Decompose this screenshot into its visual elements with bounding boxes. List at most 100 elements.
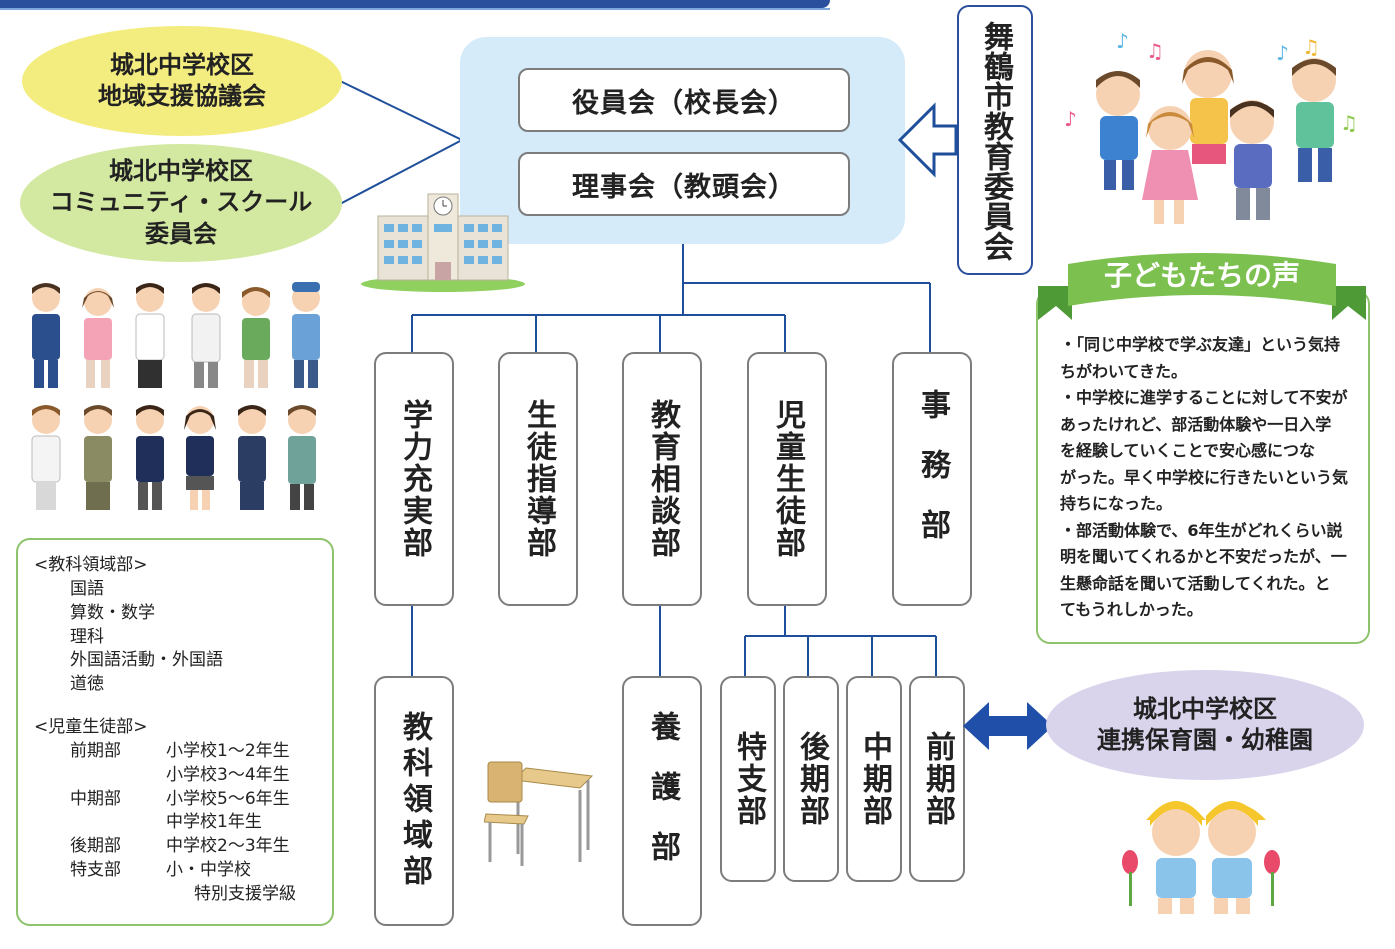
department-jido: 児童生徒部 (747, 352, 827, 606)
legend-student-desc: 特別支援学級 (194, 883, 296, 904)
svg-text:♫: ♫ (1340, 111, 1358, 135)
voice-line: ・「同じ中学校で学ぶ友達」という気持 (1060, 335, 1341, 354)
legend-student-dept: 中期部 (70, 788, 121, 809)
svg-text:♪: ♪ (1276, 41, 1289, 65)
department-jido-label: 児童生徒部 (770, 399, 805, 559)
legend-subject-item: 理科 (70, 626, 104, 647)
subdept-tokushi: 特支部 (720, 676, 776, 882)
subdept-chuki: 中期部 (846, 676, 902, 882)
voice-line: ・部活動体験で、6年生がどれくらい説 (1060, 520, 1343, 540)
school-desk-icon (484, 761, 594, 866)
kindergarten-children-illustration (1122, 801, 1280, 914)
department-seito-label: 生徒指導部 (521, 399, 556, 559)
legend-student-dept: 後期部 (70, 836, 121, 857)
legend-student-desc: 小学校3～4年生 (166, 764, 290, 785)
community-line3: 委員会 (145, 219, 217, 248)
voice-line: 生懸命話を聞いて活動してくれた。と (1060, 573, 1331, 593)
community-line2: コミュニティ・スクール (49, 188, 313, 217)
legend-box: <教科領域部> 国語算数・数学理科外国語活動・外国語道徳 <児童生徒部> 前期部… (16, 538, 334, 926)
legend-student-row: 特支部 小・中学校 (70, 859, 326, 883)
department-kyoiku-label: 教育相談部 (645, 399, 680, 559)
kindergarten-ellipse: 城北中学校区連携保育園・幼稚園 (1046, 670, 1364, 780)
legend-student-row: 特別支援学級 (70, 883, 326, 907)
subdept-chuki-label: 中期部 (857, 731, 892, 827)
legend-student-dept: 特支部 (70, 859, 121, 880)
council-line1: 城北中学校区 (110, 50, 254, 79)
voice-line: がった。早く中学校に行きたいという気 (1060, 467, 1349, 487)
top-banner-accent (0, 8, 830, 10)
legend-student-dept (70, 883, 166, 907)
legend-students-title: <児童生徒部> (34, 717, 148, 737)
subdept-yogo: 養護部 (622, 676, 702, 926)
children-voices-text: ・「同じ中学校で学ぶ友達」という気持ちがわいてきた。・中学校に進学することに対し… (1060, 332, 1360, 624)
svg-text:♫: ♫ (1302, 35, 1320, 59)
legend-subject-item: 外国語活動・外国語 (70, 650, 223, 671)
legend-student-row: 小学校3～4年生 (70, 764, 326, 788)
department-seito: 生徒指導部 (498, 352, 578, 606)
legend-subject-item: 算数・数学 (70, 602, 155, 623)
executive-label: 役員会（校長会） (572, 87, 796, 119)
directors-label: 理事会（教頭会） (572, 171, 796, 203)
voices-ribbon (1038, 253, 1366, 320)
legend-students-list: 前期部 小学校1～2年生小学校3～4年生中期部 小学校5～6年生中学校1年生後期部 中… (70, 740, 326, 907)
svg-text:♪: ♪ (1116, 29, 1129, 53)
voice-line: てもうれしかった。 (1060, 600, 1203, 619)
legend-student-row: 後期部 中学校2～3年生 (70, 835, 326, 859)
kindergarten-line2: 連携保育園・幼稚園 (1097, 726, 1313, 754)
council-line2: 地域支援協議会 (98, 82, 266, 110)
department-jimu: 事務部 (892, 352, 972, 606)
legend-student-desc: 小学校1～2年生 (166, 741, 290, 761)
legend-student-row: 前期部 小学校1～2年生 (70, 740, 326, 764)
council-ellipse: 城北中学校区地域支援協議会 (22, 26, 342, 136)
school-building-icon (361, 193, 525, 292)
legend-student-desc: 中学校1年生 (166, 812, 262, 833)
legend-student-row: 中学校1年生 (70, 811, 326, 835)
legend-student-desc: 中学校2～3年生 (166, 836, 290, 857)
voice-line: 持ちになった。 (1060, 494, 1173, 513)
top-banner-bar (0, 0, 830, 8)
legend-student-dept (70, 764, 166, 788)
legend-student-row: 中期部 小学校5～6年生 (70, 788, 326, 812)
svg-text:♫: ♫ (1146, 39, 1164, 63)
legend-subject-item: 国語 (70, 579, 104, 599)
legend-subject-item: 道徳 (70, 674, 104, 695)
svg-text:♪: ♪ (1064, 107, 1077, 131)
community-line1: 城北中学校区 (109, 157, 253, 186)
community-school-ellipse: 城北中学校区コミュニティ・スクール委員会 (20, 144, 342, 262)
legend-subjects-title: <教科領域部> (34, 555, 148, 575)
children-dancing-illustration: ♪ ♫ ♪ ♪ ♫ ♫ (1064, 29, 1358, 224)
arrow-left-icon (897, 102, 958, 178)
voice-line: ・中学校に進学することに対して不安が (1060, 388, 1348, 407)
connector-council (337, 79, 463, 141)
legend-student-desc: 小・中学校 (166, 859, 251, 880)
voice-line: あったけれど、部活動体験や一日入学 (1060, 414, 1332, 434)
subdept-zenki: 前期部 (909, 676, 965, 882)
subdept-kyoka-label: 教科領域部 (397, 711, 432, 891)
subdept-tokushi-label: 特支部 (731, 731, 766, 827)
subdept-yogo-label: 養護部 (645, 711, 680, 891)
legend-student-dept (70, 811, 166, 835)
directors-box: 理事会（教頭会） (518, 152, 850, 216)
legend-student-dept: 前期部 (70, 741, 121, 761)
subdept-zenki-label: 前期部 (920, 731, 955, 827)
board-of-education-label: 舞鶴市教育委員会 (978, 21, 1013, 261)
department-kyoiku: 教育相談部 (622, 352, 702, 606)
staff-people-illustration (31, 282, 320, 510)
department-jimu-label: 事務部 (915, 389, 950, 569)
subdept-kyoka: 教科領域部 (374, 676, 454, 926)
department-gakuryoku: 学力充実部 (374, 352, 454, 606)
connector-community (337, 139, 463, 206)
legend-student-desc: 小学校5～6年生 (166, 788, 290, 809)
board-of-education-box: 舞鶴市教育委員会 (957, 5, 1033, 275)
children-voices-box: ・「同じ中学校で学ぶ友達」という気持ちがわいてきた。・中学校に進学することに対し… (1036, 290, 1370, 644)
voice-line: ちがわいてきた。 (1060, 361, 1188, 381)
voice-line: を経験していくことで安心感につな (1060, 441, 1316, 460)
subdept-koki: 後期部 (783, 676, 839, 882)
executive-box: 役員会（校長会） (518, 68, 850, 132)
subdept-koki-label: 後期部 (794, 731, 829, 827)
voices-title: 子どもたちの声 (1103, 259, 1300, 292)
voice-line: 明を聞いてくれるかと不安だったが、一 (1060, 547, 1347, 566)
double-arrow-icon (963, 702, 1053, 750)
kindergarten-line1: 城北中学校区 (1133, 694, 1277, 723)
